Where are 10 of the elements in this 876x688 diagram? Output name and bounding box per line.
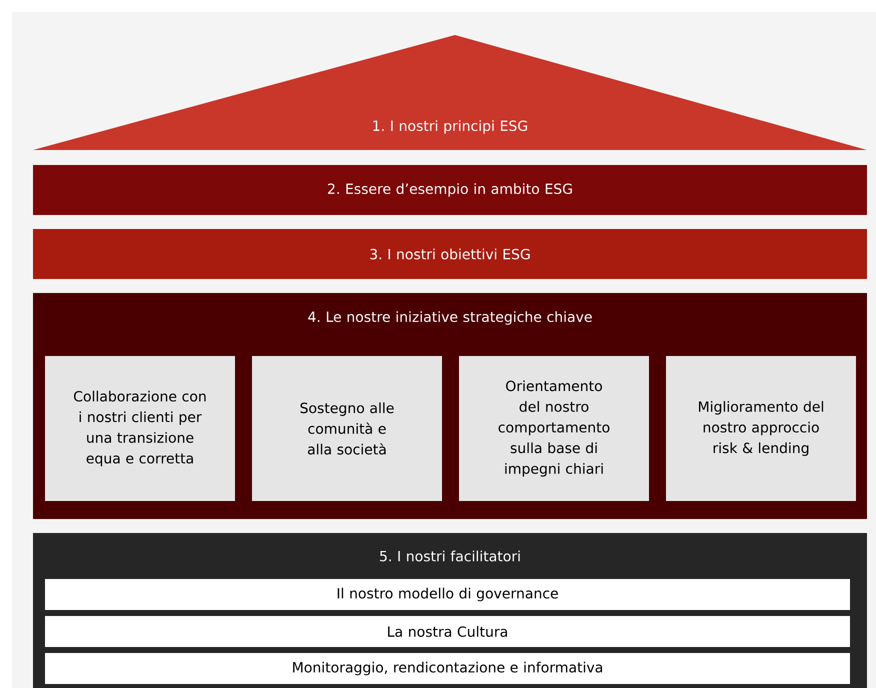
section-band: 2. Essere d’esempio in ambito ESG [33, 165, 867, 215]
initiative-box: Orientamento del nostro comportamento sulla base di impegni chiari [459, 356, 649, 501]
initiative-box: Miglioramento del nostro approccio risk & lending [666, 356, 856, 501]
roof-triangle: 1. I nostri principi ESG [33, 35, 867, 150]
enabler-bar: Monitoraggio, rendicontazione e informativa [45, 653, 850, 684]
enabler-bar: La nostra Cultura [45, 616, 850, 647]
enabler-bar: Il nostro modello di governance [45, 579, 850, 610]
initiative-box: Collaborazione con i nostri clienti per una transizione equa e corretta [45, 356, 235, 501]
initiative-box: Sostegno alle comunità e alla società [252, 356, 442, 501]
section-band: 3. I nostri obiettivi ESG [33, 229, 867, 279]
